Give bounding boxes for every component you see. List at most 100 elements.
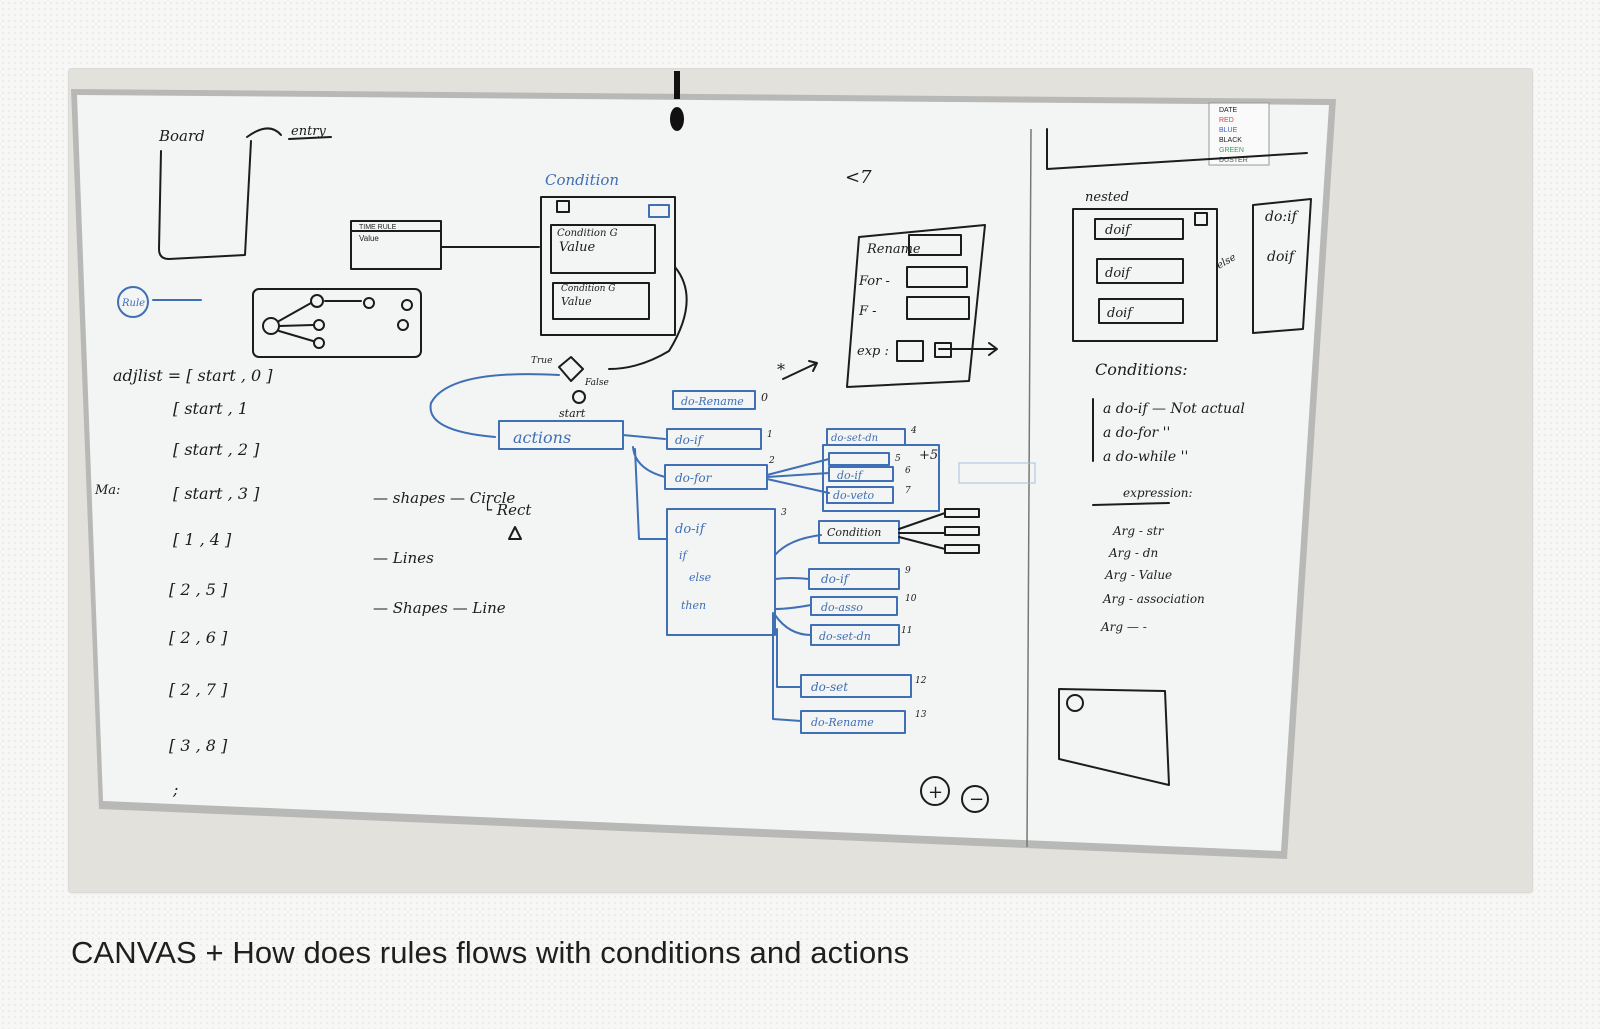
flow-num: 0 — [761, 391, 768, 404]
nested-label: nested — [1085, 190, 1129, 205]
flow-node: do-Rename — [811, 716, 874, 729]
flow-num: 12 — [915, 676, 927, 686]
form-row: Rename — [866, 242, 921, 257]
board-label: Board — [158, 127, 205, 145]
condition-block: Condition Condition G Value Condition G … — [429, 171, 688, 438]
condition-row: Condition G — [557, 228, 618, 239]
expression-item: Arg - Value — [1104, 568, 1172, 582]
shapes-line: — Lines — [373, 549, 434, 567]
flow-num: 5 — [895, 454, 901, 464]
expression-item: Arg - str — [1112, 524, 1165, 538]
form-row: F - — [858, 304, 877, 319]
condition-item: a do-if — Not actual — [1103, 401, 1245, 417]
time-rule-title: TIME RULE — [359, 224, 397, 231]
expression-item: Arg — - — [1100, 620, 1147, 634]
inner-label: if — [679, 549, 689, 562]
flow-num: 10 — [905, 594, 917, 604]
entry-label: entry — [291, 124, 327, 139]
flow-node: do-for — [675, 471, 713, 485]
sticker-line: DUSTER — [1219, 157, 1248, 164]
shapes-line: — shapes — Circle — [373, 489, 515, 507]
form-row: For - — [858, 274, 890, 289]
page-caption: CANVAS + How does rules flows with condi… — [71, 935, 910, 970]
actions-label: actions — [513, 428, 571, 447]
flow-node: do-set-dn — [819, 630, 871, 643]
sticker-line: BLUE — [1219, 127, 1238, 134]
sticker-line: GREEN — [1219, 147, 1244, 154]
adjlist-line: [ 2 , 5 ] — [169, 580, 228, 599]
shapes-line: └ Rect — [483, 500, 532, 519]
sticker-line: RED — [1219, 117, 1234, 124]
doif-item: doif — [1107, 306, 1134, 321]
flow-num: 3 — [781, 508, 787, 518]
condition-item: a do-for '' — [1103, 425, 1170, 441]
true-label: True — [531, 356, 552, 366]
flow-num: 6 — [905, 466, 911, 476]
whiteboard-photo: DATE RED BLUE BLACK GREEN DUSTER Board e… — [68, 68, 1533, 893]
rule-label: Rule — [121, 298, 145, 309]
flow-num: 2 — [768, 456, 775, 466]
flow-num: 9 — [905, 566, 911, 576]
right-panel: nested doif doif doif do:if doif else Co… — [1046, 128, 1312, 786]
board-sketch: Board entry Rule TIME RULE Value — [117, 124, 540, 358]
expression-item: Arg - association — [1102, 592, 1205, 606]
zoom-controls: + − — [920, 776, 989, 813]
condition-row: Value — [561, 295, 592, 308]
adjlist-line: adjlist = [ start , 0 ] — [113, 366, 273, 385]
flow-num: 7 — [905, 486, 911, 496]
plus-label: +5 — [919, 448, 938, 463]
adjlist-line: ; — [172, 780, 178, 799]
code-label: <7 — [845, 167, 872, 188]
star-label: * — [777, 360, 785, 379]
shapes-list: — shapes — Circle └ Rect — Lines — Shape… — [373, 489, 532, 617]
adjlist-line: [ start , 3 ] — [173, 484, 260, 503]
sticker-line: DATE — [1219, 107, 1237, 114]
sticker-line: BLACK — [1219, 137, 1242, 144]
flow-num: 13 — [915, 710, 927, 720]
flow-node: do-if — [821, 572, 851, 586]
flow-num: 4 — [910, 426, 917, 436]
flow-node: do-asso — [821, 601, 863, 614]
flow-node: Condition — [827, 526, 881, 539]
ma-label: Ma: — [94, 483, 120, 498]
inner-label: then — [681, 599, 706, 612]
zoom-minus-label: − — [969, 789, 984, 810]
expression-item: Arg - dn — [1108, 546, 1158, 560]
flow-node: do-Rename — [681, 395, 744, 408]
doif-item: do:if — [1265, 209, 1300, 225]
form-row: exp : — [857, 344, 889, 359]
adjlist-line: [ 2 , 6 ] — [169, 628, 228, 647]
flow-diagram: actions do-Rename 0 do-if 1 do-for 2 do-… — [498, 390, 1036, 734]
shapes-line: — Shapes — Line — [373, 599, 506, 617]
flow-node: do-if — [837, 469, 864, 482]
inner-label: else — [689, 571, 712, 584]
expressions-title: expression: — [1123, 486, 1193, 500]
flow-node: do-if — [675, 433, 705, 447]
condition-row: Condition G — [561, 284, 616, 294]
flow-node: do-veto — [833, 489, 875, 502]
condition-row: Value — [559, 240, 595, 255]
adjlist-line: [ 1 , 4 ] — [173, 530, 232, 549]
doif-item: doif — [1267, 249, 1297, 265]
doif-item: doif — [1105, 266, 1132, 281]
flow-node: do-set-dn — [831, 433, 878, 444]
sticker-note: DATE RED BLUE BLACK GREEN DUSTER — [1208, 102, 1270, 166]
adjlist-line: [ 3 , 8 ] — [169, 736, 228, 755]
zoom-plus-label: + — [928, 782, 943, 803]
flow-num: 1 — [767, 430, 773, 440]
flow-node: do-if — [675, 522, 707, 537]
adjlist-line: [ start , 2 ] — [173, 440, 260, 459]
condition-item: a do-while '' — [1103, 449, 1188, 465]
flow-node: do-set — [811, 680, 848, 694]
adjacency-list: adjlist = [ start , 0 ] [ start , 1 [ st… — [94, 366, 273, 799]
flow-num: 11 — [901, 626, 912, 636]
time-rule-value: Value — [359, 234, 379, 243]
adjlist-line: [ start , 1 — [173, 399, 248, 418]
false-label: False — [584, 378, 609, 388]
condition-title: Condition — [545, 171, 619, 189]
doif-item: doif — [1105, 223, 1132, 238]
rename-form: <7 Rename For - F - exp : * — [777, 167, 998, 388]
whiteboard-drawing: DATE RED BLUE BLACK GREEN DUSTER Board e… — [69, 69, 1532, 892]
adjlist-line: [ 2 , 7 ] — [169, 680, 228, 699]
conditions-title: Conditions: — [1095, 360, 1188, 379]
